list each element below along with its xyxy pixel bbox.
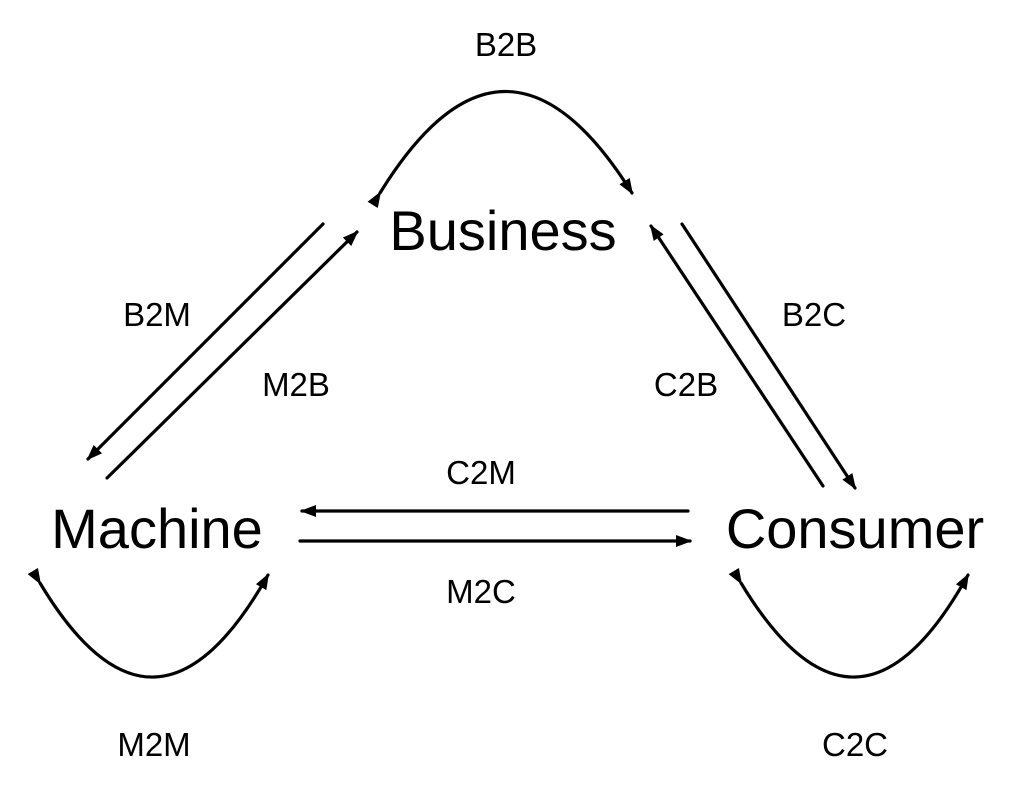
arrow-b2c bbox=[680, 222, 857, 490]
label-b2b: B2B bbox=[475, 26, 537, 63]
arrow-b2b-loop bbox=[367, 90, 634, 209]
node-consumer: Consumer bbox=[726, 497, 984, 560]
label-m2m: M2M bbox=[117, 726, 190, 763]
arrow-c2c-loop bbox=[728, 567, 970, 679]
label-b2m: B2M bbox=[123, 296, 191, 333]
label-c2m: C2M bbox=[446, 454, 516, 491]
label-m2b: M2B bbox=[262, 366, 330, 403]
node-machine: Machine bbox=[51, 497, 263, 560]
arrow-c2b bbox=[649, 224, 825, 488]
arrow-b2m bbox=[86, 222, 325, 461]
node-business: Business bbox=[389, 199, 616, 262]
arrow-m2b bbox=[105, 230, 359, 480]
label-b2c: B2C bbox=[782, 296, 846, 333]
label-m2c: M2C bbox=[446, 573, 516, 610]
label-c2b: C2B bbox=[654, 366, 718, 403]
label-c2c: C2C bbox=[822, 726, 888, 763]
arrow-m2m-loop bbox=[27, 567, 270, 679]
